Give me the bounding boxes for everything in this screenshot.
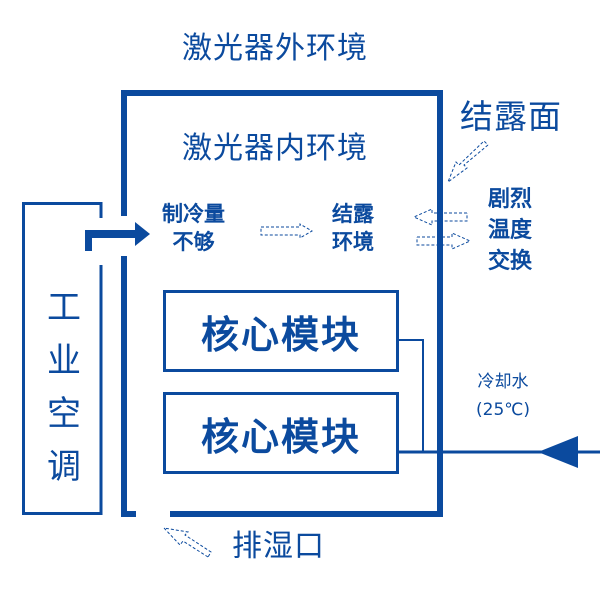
dashed-arrow-exchange-in bbox=[412, 208, 468, 226]
enclosure-bottom-wall-right bbox=[170, 511, 443, 517]
enclosure-bottom-wall-left bbox=[121, 511, 136, 517]
insufficient-cooling-line-1: 制冷量 bbox=[162, 202, 225, 226]
condensation-surface-label: 结露面 bbox=[460, 97, 562, 136]
core-module-label: 核心模块 bbox=[200, 414, 361, 459]
heat-exchange-line-1: 剧烈 bbox=[488, 187, 533, 212]
ac-airflow-arrow bbox=[85, 222, 150, 251]
core-module-label: 核心模块 bbox=[200, 312, 361, 357]
cooling-water-inlet-arrow bbox=[538, 436, 578, 468]
enclosure-left-wall-upper bbox=[121, 90, 127, 216]
condensation-env-line-2: 环境 bbox=[332, 230, 374, 254]
ac-char-3: 空 bbox=[47, 394, 81, 434]
cooling-water-name: 冷却水 bbox=[477, 372, 529, 392]
ac-char-2: 业 bbox=[47, 341, 81, 381]
insufficient-cooling-label: 制冷量 不够 bbox=[162, 200, 225, 256]
laser-enclosure bbox=[121, 90, 443, 517]
dashed-arrow-dew-surface bbox=[446, 140, 489, 184]
dashed-arrow-exhaust bbox=[162, 527, 212, 558]
dashed-arrow-exchange-out bbox=[416, 232, 472, 250]
cooling-water-temperature: (25℃) bbox=[476, 400, 530, 420]
enclosure-left-wall-lower bbox=[121, 256, 127, 517]
enclosure-right-wall bbox=[437, 90, 443, 517]
core-module-2: 核心模块 bbox=[163, 392, 399, 474]
inner-environment-label: 激光器内环境 bbox=[182, 131, 368, 166]
core-module-1: 核心模块 bbox=[163, 290, 399, 372]
heat-exchange-label: 剧烈 温度 交换 bbox=[488, 184, 532, 277]
exhaust-port-label: 排湿口 bbox=[232, 529, 325, 564]
heat-exchange-line-2: 温度 bbox=[488, 218, 533, 243]
cooling-water-label: 冷却水 (25℃) bbox=[476, 368, 530, 424]
insufficient-cooling-line-2: 不够 bbox=[172, 230, 215, 254]
heat-exchange-line-3: 交换 bbox=[488, 249, 533, 274]
ac-char-1: 工 bbox=[47, 288, 81, 328]
industrial-ac-box bbox=[22, 202, 103, 515]
ac-char-4: 调 bbox=[47, 447, 81, 487]
condensation-environment-label: 结露 环境 bbox=[332, 200, 374, 256]
industrial-ac-label: 工 业 空 调 bbox=[44, 282, 84, 494]
dashed-arrow-cool-to-dew bbox=[260, 223, 313, 239]
outer-environment-label: 激光器外环境 bbox=[182, 31, 368, 66]
enclosure-top-wall bbox=[121, 90, 443, 96]
condensation-env-line-1: 结露 bbox=[332, 202, 374, 226]
